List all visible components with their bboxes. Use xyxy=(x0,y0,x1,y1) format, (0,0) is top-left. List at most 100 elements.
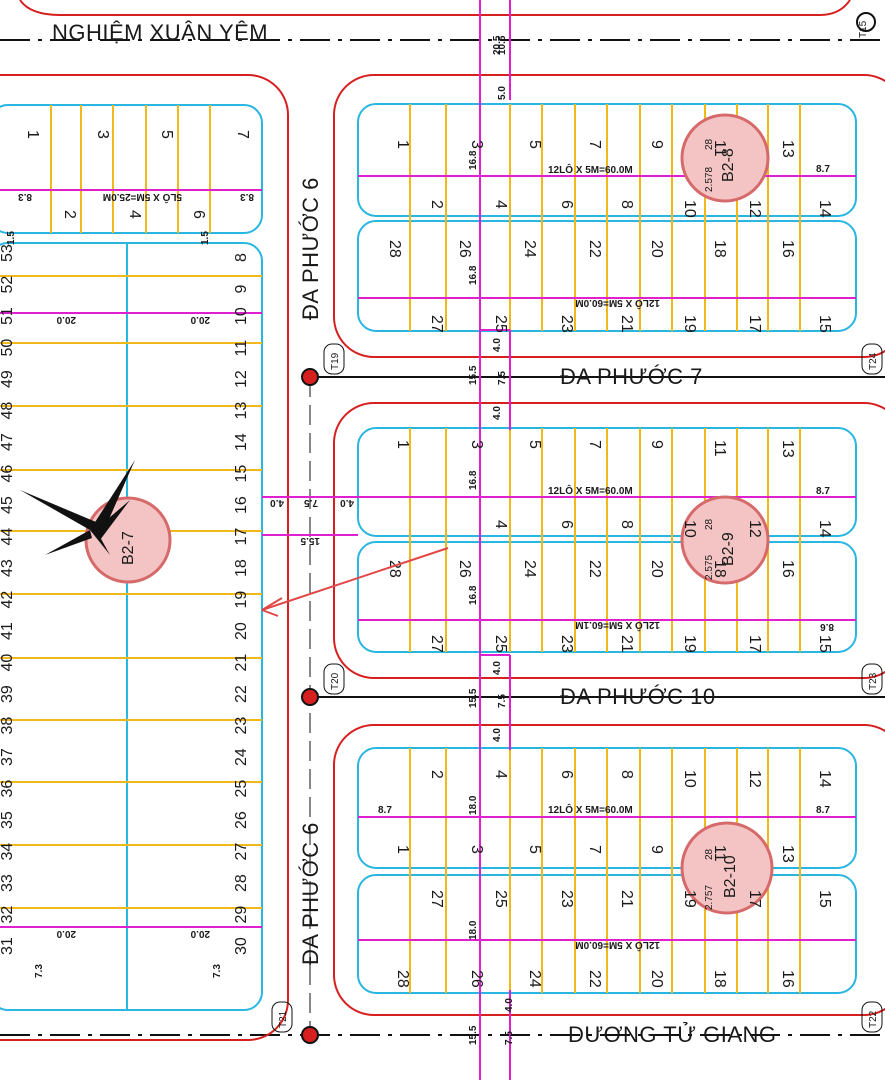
lot-number: 16 xyxy=(779,560,796,578)
lot-number: 27 xyxy=(233,843,250,861)
lot-number: 27 xyxy=(428,890,445,908)
lots-b27-left: 5352515049484746454443424140393837363534… xyxy=(0,244,16,955)
dim-4-0c: 4.0 xyxy=(270,497,284,508)
dim-20-0d: 20.0 xyxy=(190,928,210,939)
dim-4-0f: 4.0 xyxy=(492,728,503,742)
lot-number: 2 xyxy=(428,770,445,779)
lot-number: 6 xyxy=(558,770,575,779)
dim-4-0a: 4.0 xyxy=(492,338,503,352)
lot-note-b28-bot: 12LÔ X 5M=60.0M xyxy=(575,297,660,310)
lot-number: 19 xyxy=(233,591,250,609)
svg-text:2.578: 2.578 xyxy=(704,167,715,192)
lot-number: 11 xyxy=(233,340,250,357)
lot-number: 7 xyxy=(586,845,603,854)
lot-number: 1 xyxy=(394,845,411,854)
lot-number: 16 xyxy=(779,240,796,258)
dim-4-0b: 4.0 xyxy=(492,406,503,420)
lot-number: 9 xyxy=(233,285,250,294)
lot-number: 28 xyxy=(386,560,403,578)
compass-icon xyxy=(20,460,135,555)
road-lines xyxy=(0,39,885,1036)
lot-number: 10 xyxy=(681,200,698,218)
lot-number: 13 xyxy=(779,140,796,158)
dim-8-7a: 8.7 xyxy=(816,164,830,175)
dim-4-0d: 4.0 xyxy=(340,497,354,508)
lot-number: 17 xyxy=(746,890,763,908)
lot-number: 6 xyxy=(558,520,575,529)
lot-number: 11 xyxy=(711,440,728,457)
dim-20-5: 20.5 xyxy=(492,35,503,55)
street-bottom: DƯƠNG TỬ GIANG xyxy=(568,1022,777,1047)
lot-number: 8 xyxy=(618,520,635,529)
lot-number: 27 xyxy=(428,315,445,333)
lot-number: 18 xyxy=(711,240,728,258)
lot-number: 20 xyxy=(648,970,665,988)
svg-text:T21: T21 xyxy=(278,1010,289,1028)
lot-number: 35 xyxy=(0,811,16,829)
lot-number: 2 xyxy=(428,200,445,209)
lot-number: 9 xyxy=(648,140,665,149)
lot-number: 27 xyxy=(428,635,445,653)
dim-15-5a: 15.5 xyxy=(468,365,479,385)
lot-number: 12 xyxy=(746,770,763,788)
svg-text:28: 28 xyxy=(704,518,715,530)
dim-4-0e: 4.0 xyxy=(492,661,503,675)
annotation-arrow xyxy=(261,547,449,617)
lot-number: 3 xyxy=(468,140,485,149)
svg-text:28: 28 xyxy=(704,848,715,860)
block-badge-b2-10[interactable]: B2-10 2.757 28 xyxy=(680,821,774,915)
node-t24: T24 xyxy=(861,343,883,375)
dim-7-5a: 7.5 xyxy=(497,371,508,385)
lot-number: 13 xyxy=(779,440,796,458)
lot-number: 13 xyxy=(779,845,796,863)
lot-number: 28 xyxy=(233,874,250,892)
lot-number: 53 xyxy=(0,244,16,262)
lot-number: 26 xyxy=(233,811,250,829)
lot-number: 11 xyxy=(711,845,728,862)
lot-number: 22 xyxy=(586,970,603,988)
svg-text:T19: T19 xyxy=(330,352,341,370)
lot-number: 12 xyxy=(233,370,250,388)
dim-7-3b: 7.3 xyxy=(212,964,223,978)
lot-number: 9 xyxy=(648,845,665,854)
lot-number: 25 xyxy=(492,890,509,908)
lots-b27-right: 8910111213141516171819202122232425262728… xyxy=(233,253,250,955)
lot-number: 23 xyxy=(233,717,250,735)
lot-number: 4 xyxy=(492,520,509,529)
lot-number: 19 xyxy=(681,635,698,653)
street-mid1: ĐA PHƯỚC 7 xyxy=(560,364,703,389)
dim-15-5d: 15.5 xyxy=(468,1025,479,1045)
lot-number: 17 xyxy=(746,635,763,653)
lot-number: 7 xyxy=(234,130,251,139)
lot-number: 24 xyxy=(233,748,250,766)
lot-number: 17 xyxy=(233,528,250,546)
lot-number: 20 xyxy=(648,560,665,578)
dim-7-5b: 7.5 xyxy=(304,497,318,508)
lot-number: 6 xyxy=(190,210,207,219)
dim-8-7b: 8.7 xyxy=(816,486,830,497)
lot-number: 16 xyxy=(233,496,250,514)
dim-16-8c: 16.8 xyxy=(468,470,479,490)
lot-number: 22 xyxy=(586,240,603,258)
svg-text:B2-10: B2-10 xyxy=(722,855,739,898)
lot-number: 14 xyxy=(816,520,833,538)
dim-8-3a: 8.3 xyxy=(18,191,32,202)
lot-number: 41 xyxy=(0,622,16,640)
block-badge-b2-9[interactable]: B2-9 2.575 28 xyxy=(680,495,770,585)
lot-number: 24 xyxy=(526,970,543,988)
lot-number: 22 xyxy=(586,560,603,578)
svg-text:28: 28 xyxy=(704,138,715,150)
lot-number: 4 xyxy=(126,210,143,219)
block-badge-b2-8[interactable]: B2-8 2.578 28 xyxy=(680,113,770,203)
lot-number: 23 xyxy=(558,315,575,333)
lot-number: 18 xyxy=(711,970,728,988)
lot-number: 17 xyxy=(746,315,763,333)
